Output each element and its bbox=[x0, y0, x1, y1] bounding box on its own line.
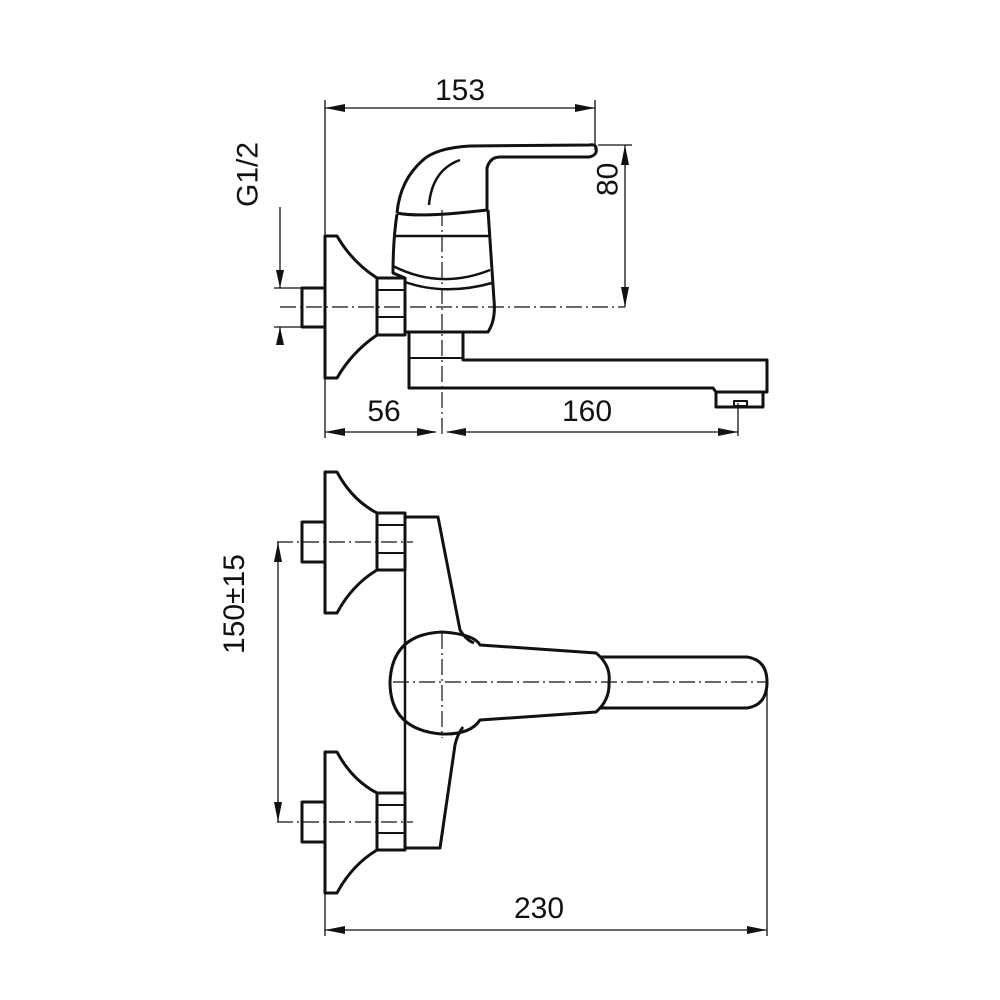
top-lever-handle bbox=[388, 630, 611, 736]
side-swivel-spout bbox=[407, 332, 769, 394]
dimension-80: 80 bbox=[591, 144, 632, 307]
side-view: 153 80 G1/2 56 160 bbox=[231, 74, 769, 438]
top-view: 150±15 230 bbox=[218, 470, 769, 936]
dimension-g1-2: G1/2 bbox=[231, 142, 302, 345]
dim-label-150-15: 150±15 bbox=[218, 554, 251, 654]
side-lever-handle bbox=[395, 143, 598, 217]
side-mixer-body bbox=[391, 209, 496, 334]
dimension-153: 153 bbox=[324, 74, 596, 438]
dimension-56-160: 56 160 bbox=[325, 395, 739, 436]
dim-label-160: 160 bbox=[562, 395, 612, 428]
dim-label-80: 80 bbox=[591, 163, 624, 196]
side-aerator bbox=[714, 390, 765, 409]
dimension-230: 230 bbox=[324, 684, 768, 936]
dim-label-56: 56 bbox=[367, 395, 400, 428]
dim-label-153: 153 bbox=[435, 74, 485, 107]
dim-label-230: 230 bbox=[514, 892, 564, 925]
dimension-150-15: 150±15 bbox=[218, 542, 282, 822]
dim-label-g1-2: G1/2 bbox=[231, 142, 264, 207]
